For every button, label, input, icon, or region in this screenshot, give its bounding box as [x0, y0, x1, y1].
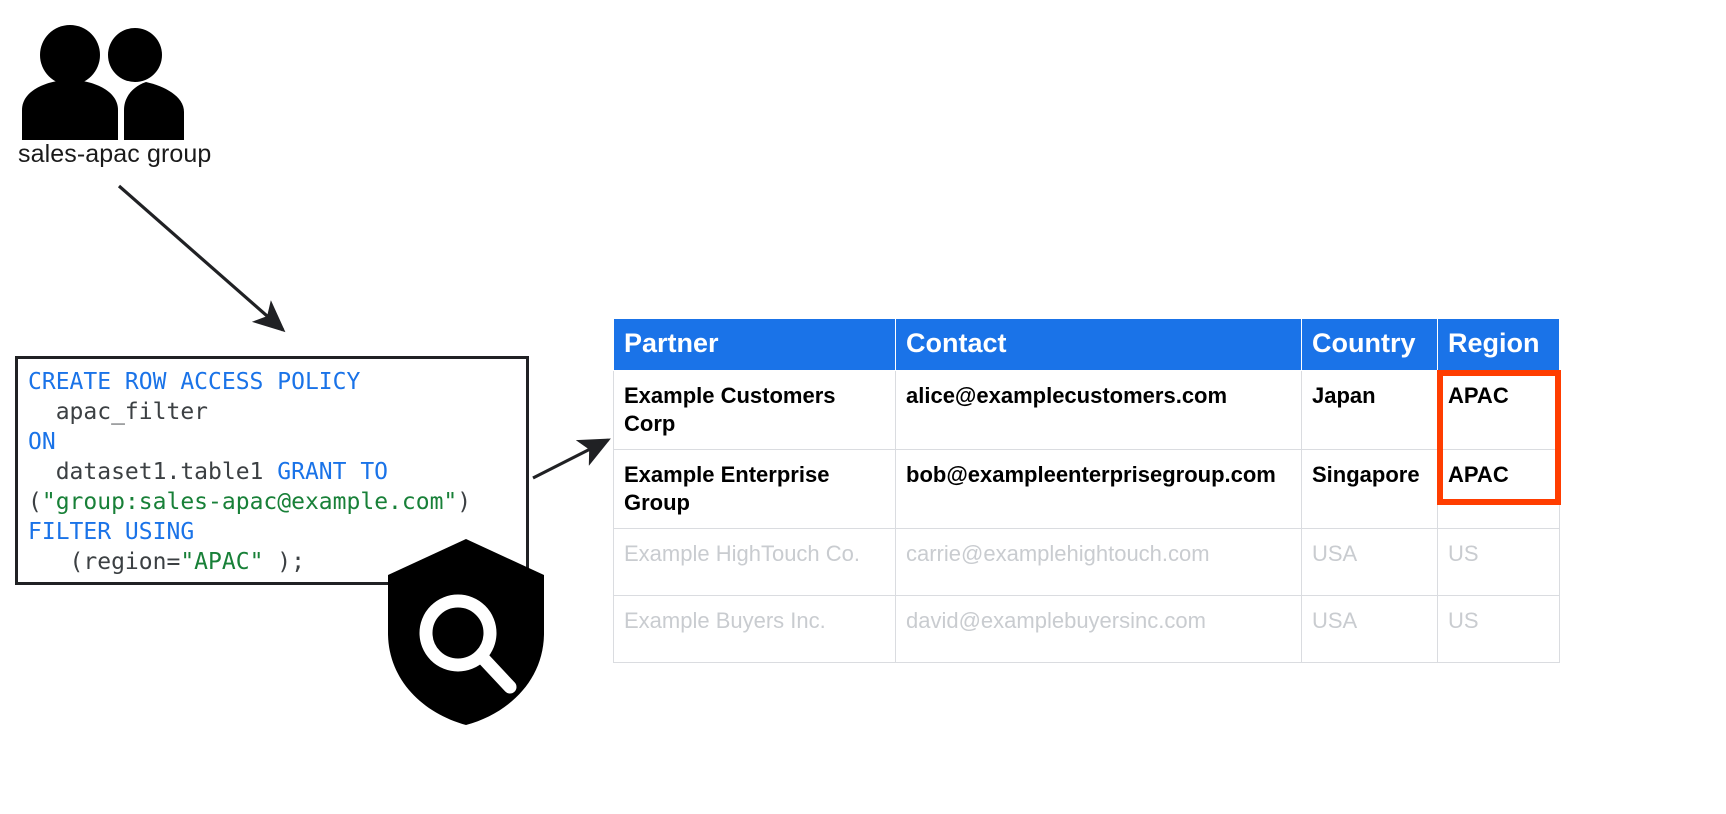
- table-row[interactable]: Example Buyers Inc. david@examplebuyersi…: [613, 595, 1560, 664]
- arrow-policy-to-table: [532, 438, 611, 480]
- row-access-policy-code-box: CREATE ROW ACCESS POLICY apac_filter ON …: [15, 356, 529, 585]
- table-header-row: Partner Contact Country Region: [613, 317, 1560, 372]
- cell-partner: Example Enterprise Group: [613, 449, 896, 530]
- shield-search-icon: [386, 537, 546, 727]
- cell-country: USA: [1301, 595, 1438, 664]
- cell-region: APAC: [1437, 449, 1560, 530]
- cell-region: US: [1437, 595, 1560, 664]
- cell-contact: alice@examplecustomers.com: [895, 370, 1302, 451]
- partner-data-table: Partner Contact Country Region Example C…: [613, 317, 1560, 664]
- cell-partner: Example Buyers Inc.: [613, 595, 896, 664]
- cell-contact: david@examplebuyersinc.com: [895, 595, 1302, 664]
- arrow-group-to-policy: [117, 184, 286, 333]
- column-header-contact[interactable]: Contact: [895, 317, 1302, 372]
- cell-partner: Example HighTouch Co.: [613, 528, 896, 597]
- column-header-country[interactable]: Country: [1301, 317, 1438, 372]
- cell-region: APAC: [1437, 370, 1560, 451]
- table-row[interactable]: Example HighTouch Co. carrie@examplehigh…: [613, 528, 1560, 597]
- column-header-region[interactable]: Region: [1437, 317, 1560, 372]
- table-row[interactable]: Example Customers Corp alice@examplecust…: [613, 370, 1560, 451]
- cell-contact: bob@exampleenterprisegroup.com: [895, 449, 1302, 530]
- cell-partner: Example Customers Corp: [613, 370, 896, 451]
- table-row[interactable]: Example Enterprise Group bob@exampleente…: [613, 449, 1560, 530]
- group-label: sales-apac group: [18, 140, 212, 168]
- people-group-icon: [18, 22, 238, 172]
- policy-sql-code: CREATE ROW ACCESS POLICY apac_filter ON …: [28, 369, 472, 575]
- cell-country: USA: [1301, 528, 1438, 597]
- cell-contact: carrie@examplehightouch.com: [895, 528, 1302, 597]
- cell-region: US: [1437, 528, 1560, 597]
- cell-country: Singapore: [1301, 449, 1438, 530]
- cell-country: Japan: [1301, 370, 1438, 451]
- column-header-partner[interactable]: Partner: [613, 317, 896, 372]
